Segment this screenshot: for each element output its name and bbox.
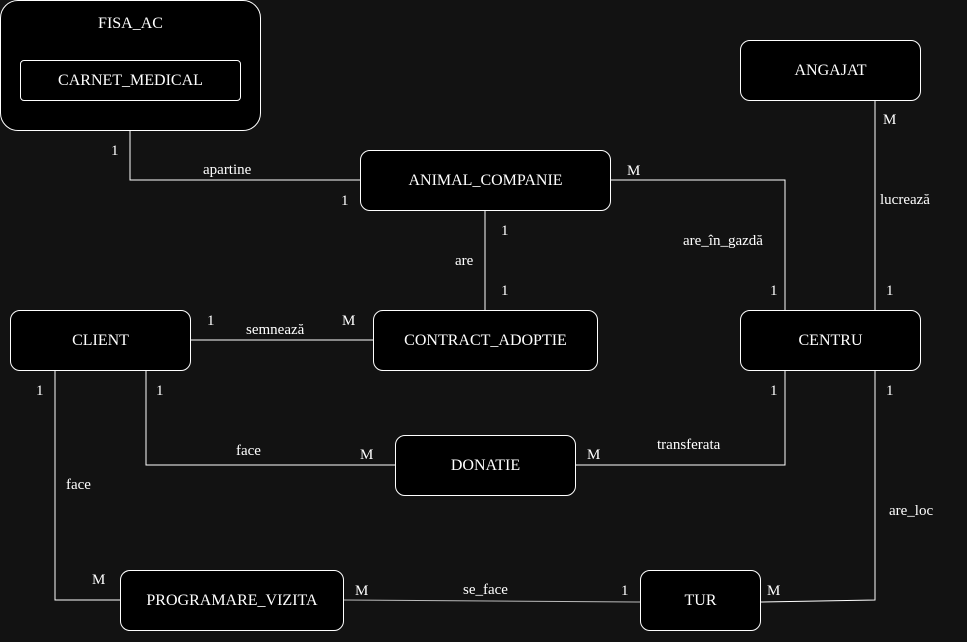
relationship-label-transferata: transferata xyxy=(657,437,721,453)
line-face-programare xyxy=(54,370,120,601)
entity-angajat[interactable]: ANGAJAT xyxy=(740,40,921,101)
cardinality-label: M xyxy=(355,583,369,599)
cardinality-label: 1 xyxy=(207,313,215,329)
cardinality-label: M xyxy=(767,583,781,599)
entity-programare-vizita[interactable]: PROGRAMARE_VIZITA xyxy=(120,570,344,631)
entity-donatie[interactable]: DONATIE xyxy=(395,435,576,496)
cardinality-label: 1 xyxy=(111,143,119,159)
line-transferata xyxy=(575,370,786,466)
cardinality-label: 1 xyxy=(36,383,44,399)
relationship-label-lucreaza: lucrează xyxy=(880,192,930,208)
line-apartine xyxy=(129,130,360,181)
line-face-donatie xyxy=(145,370,395,466)
relationship-label-are-loc: are_loc xyxy=(889,503,934,519)
entity-fisa-ac[interactable]: FISA_AC CARNET_MEDICAL xyxy=(0,0,261,131)
entity-animal-companie[interactable]: ANIMAL_COMPANIE xyxy=(360,150,611,211)
line-are-in-gazda xyxy=(610,179,786,310)
relationship-label-face: face xyxy=(66,477,91,493)
cardinality-label: 1 xyxy=(501,283,509,299)
cardinality-label: 1 xyxy=(501,223,509,239)
line-se-face xyxy=(342,599,641,603)
relationship-label-face: face xyxy=(236,443,261,459)
cardinality-label: M xyxy=(360,447,374,463)
entity-fisa-ac-label: FISA_AC xyxy=(98,15,163,32)
cardinality-label: M xyxy=(342,313,356,329)
relationship-label-are: are xyxy=(455,253,474,269)
relationship-label-apartine: apartine xyxy=(203,162,252,178)
cardinality-label: 1 xyxy=(770,383,778,399)
cardinality-label: M xyxy=(587,447,601,463)
cardinality-label: 1 xyxy=(156,383,164,399)
line-are-loc xyxy=(759,370,876,603)
cardinality-label: M xyxy=(627,163,641,179)
entity-centru[interactable]: CENTRU xyxy=(740,310,921,371)
relationship-label-semneaza: semnează xyxy=(246,322,305,338)
cardinality-label: M xyxy=(883,112,897,128)
entity-carnet-medical[interactable]: CARNET_MEDICAL xyxy=(20,60,241,101)
entity-tur[interactable]: TUR xyxy=(640,570,761,631)
relationship-label-se-face: se_face xyxy=(463,582,508,598)
entity-client[interactable]: CLIENT xyxy=(10,310,191,371)
cardinality-label: 1 xyxy=(341,193,349,209)
cardinality-label: 1 xyxy=(621,583,629,599)
relationship-label-are-in-gazda: are_în_gazdă xyxy=(683,233,763,249)
cardinality-label: 1 xyxy=(770,283,778,299)
cardinality-label: 1 xyxy=(886,383,894,399)
cardinality-label: 1 xyxy=(886,283,894,299)
entity-contract-adoptie[interactable]: CONTRACT_ADOPTIE xyxy=(373,310,598,371)
cardinality-label: M xyxy=(92,572,106,588)
